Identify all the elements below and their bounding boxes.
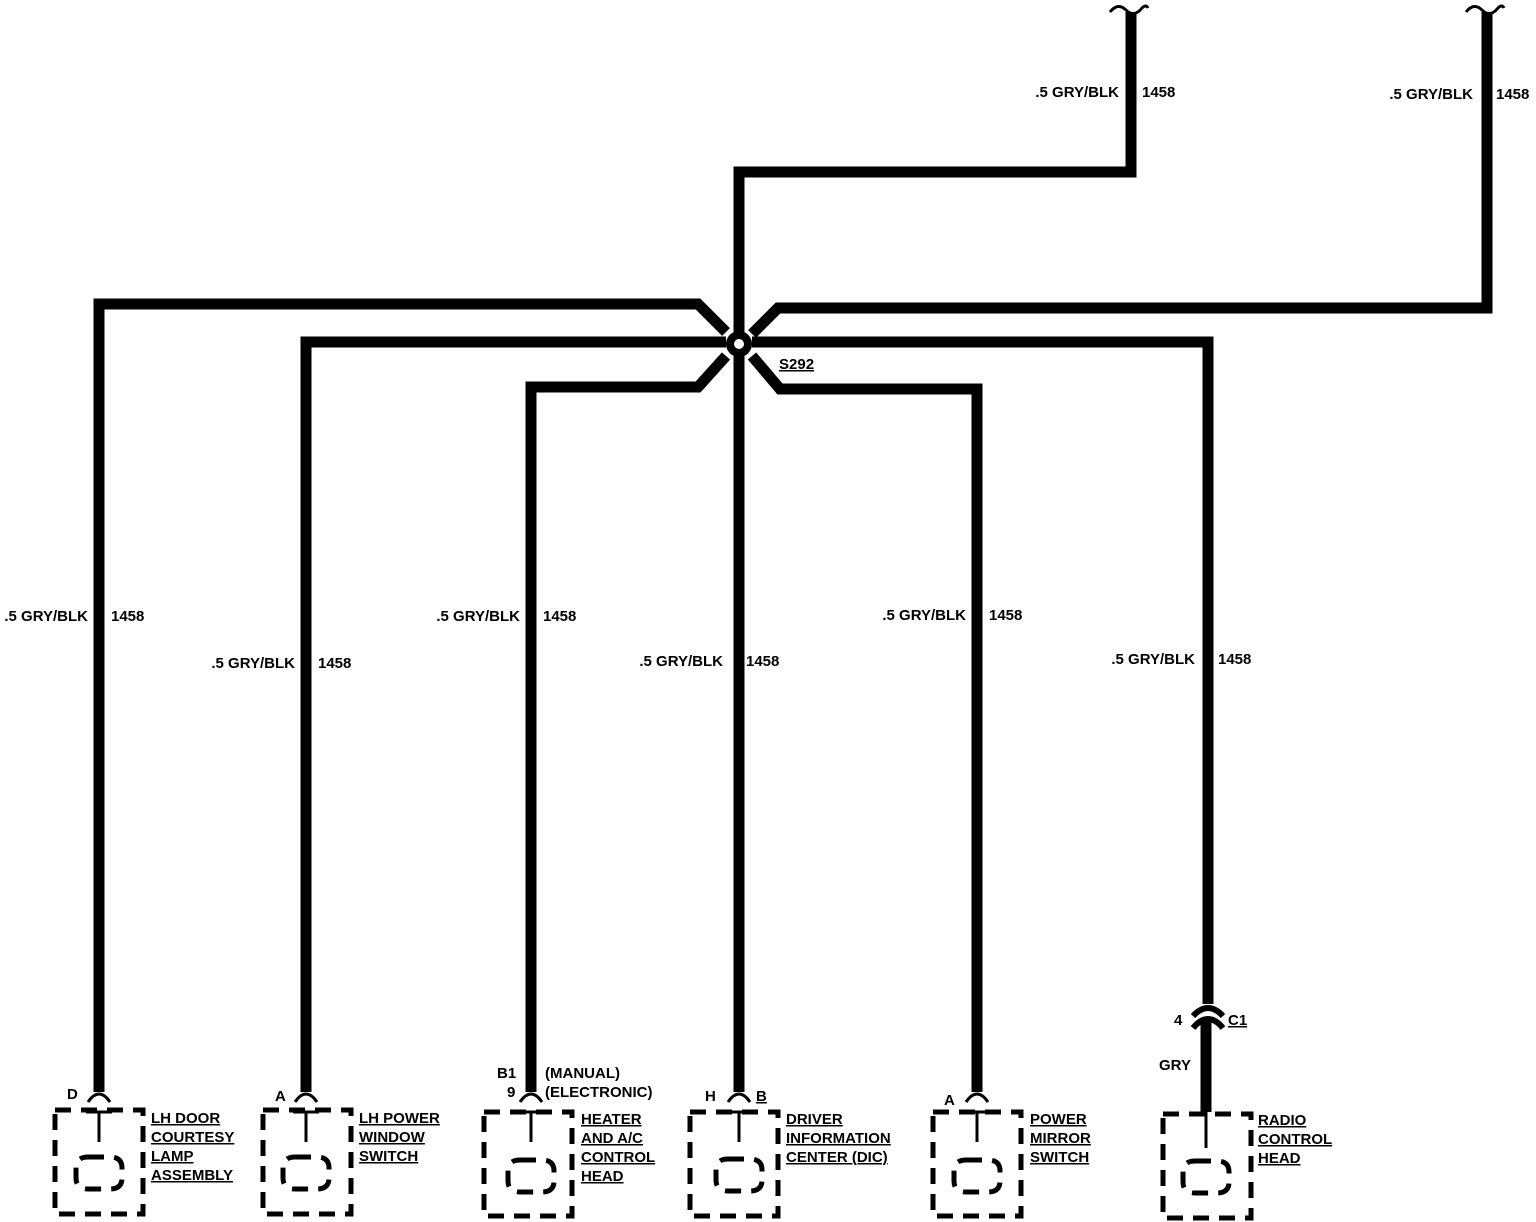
upper-wire-1-circuit: 1458 xyxy=(1142,84,1175,101)
pin-label: A xyxy=(275,1088,286,1105)
splice-s292: S292 xyxy=(726,331,814,373)
branch-wire-5-name: .5 GRY/BLK xyxy=(882,607,966,624)
connector-id-label: C1 xyxy=(1228,1012,1247,1029)
terminal-symbol xyxy=(518,1092,544,1103)
branch-wire-1-name: .5 GRY/BLK xyxy=(4,608,88,625)
branch-wire-5 xyxy=(747,352,983,1092)
feed-wire-1 xyxy=(733,4,1150,342)
break-symbol-1 xyxy=(1108,4,1150,15)
break-symbol-2 xyxy=(1464,4,1506,15)
pin-note-2: (ELECTRONIC) xyxy=(545,1084,653,1101)
component-label-line-1: POWER xyxy=(1030,1111,1087,1128)
component-label-line-1: LH DOOR xyxy=(151,1110,220,1127)
upper-wire-2-name: .5 GRY/BLK xyxy=(1389,86,1473,103)
component-label-line-2: WINDOW xyxy=(359,1129,426,1146)
component-box xyxy=(481,1109,575,1219)
pin-label: D xyxy=(67,1086,78,1103)
component-label-line-1: RADIO xyxy=(1258,1112,1307,1129)
terminal-symbol xyxy=(293,1092,319,1103)
upper-wire-1-name: .5 GRY/BLK xyxy=(1035,84,1119,101)
component-heater-ac-control-head: B1 9 (MANUAL) (ELECTRONIC) HEATER AND A/… xyxy=(481,1065,655,1219)
pin-label: B1 xyxy=(497,1065,516,1082)
upper-wire-2-circuit: 1458 xyxy=(1496,86,1529,103)
component-power-mirror-switch: A POWER MIRROR SWITCH xyxy=(930,1092,1091,1219)
connector-outline xyxy=(280,1154,332,1192)
component-label-line-3: CONTROL xyxy=(581,1149,655,1166)
pin-label-2: B xyxy=(756,1088,767,1105)
component-label-line-3: SWITCH xyxy=(1030,1149,1089,1166)
component-lh-door-courtesy-lamp: D LH DOOR COURTESY LAMP ASSEMBLY xyxy=(52,1086,234,1217)
connector-pin-label: 4 xyxy=(1174,1012,1183,1029)
feed-wire-2 xyxy=(748,4,1506,338)
branch-wire-4-name: .5 GRY/BLK xyxy=(639,653,723,670)
connector-outline xyxy=(713,1156,765,1194)
connector-outline xyxy=(73,1154,125,1192)
component-label-line-3: HEAD xyxy=(1258,1150,1301,1167)
splice-label: S292 xyxy=(779,356,814,373)
branch-wire-6 xyxy=(752,336,1214,1004)
pin-note-1: (MANUAL) xyxy=(545,1065,620,1082)
branch-wire-3-name: .5 GRY/BLK xyxy=(436,608,520,625)
branch-wire-2 xyxy=(300,336,726,1092)
branch-wire-6-circuit: 1458 xyxy=(1218,651,1251,668)
component-label-line-1: LH POWER xyxy=(359,1110,440,1127)
component-label-line-2: AND A/C xyxy=(581,1130,643,1147)
component-label-line-3: CENTER (DIC) xyxy=(786,1149,888,1166)
radio-wire-color-label: GRY xyxy=(1159,1057,1191,1074)
connector-outline xyxy=(1180,1158,1232,1196)
component-label-line-2: CONTROL xyxy=(1258,1131,1332,1148)
branch-wire-3-circuit: 1458 xyxy=(543,608,576,625)
component-lh-power-window-switch: A LH POWER WINDOW SWITCH xyxy=(260,1088,440,1217)
pin-label: A xyxy=(944,1092,955,1109)
component-driver-information-center: H B DRIVER INFORMATION CENTER (DIC) xyxy=(687,1088,891,1219)
component-label-line-1: DRIVER xyxy=(786,1111,843,1128)
pin-label-2: 9 xyxy=(507,1084,515,1101)
component-box xyxy=(930,1109,1024,1219)
branch-wire-5-circuit: 1458 xyxy=(989,607,1022,624)
component-label-line-3: SWITCH xyxy=(359,1148,418,1165)
component-box xyxy=(52,1107,146,1217)
branch-wire-2-name: .5 GRY/BLK xyxy=(211,655,295,672)
connector-outline xyxy=(951,1157,1003,1195)
branch-wire-3 xyxy=(525,352,731,1092)
terminal-symbol xyxy=(86,1092,112,1103)
connector-c1 xyxy=(1190,1005,1226,1031)
component-label-line-1: HEATER xyxy=(581,1111,642,1128)
component-label-line-4: HEAD xyxy=(581,1168,624,1185)
pin-label: H xyxy=(705,1088,716,1105)
component-label-line-2: INFORMATION xyxy=(786,1130,891,1147)
component-box xyxy=(260,1107,354,1217)
terminal-symbol xyxy=(726,1092,752,1103)
component-label-line-3: LAMP xyxy=(151,1148,194,1165)
connector-outline xyxy=(505,1157,557,1195)
component-box xyxy=(1160,1111,1254,1221)
component-label-line-2: COURTESY xyxy=(151,1129,234,1146)
component-radio-control-head: 4 C1 GRY RADIO CONTROL HEAD xyxy=(1159,1005,1332,1221)
component-label-line-2: MIRROR xyxy=(1030,1130,1091,1147)
wire-labels: .5 GRY/BLK 1458 .5 GRY/BLK 1458 .5 GRY/B… xyxy=(4,84,1529,672)
branch-wire-1 xyxy=(93,298,730,1092)
branch-wire-1-circuit: 1458 xyxy=(111,608,144,625)
component-label-line-4: ASSEMBLY xyxy=(151,1167,233,1184)
terminal-symbol xyxy=(964,1092,990,1103)
branch-wire-6-name: .5 GRY/BLK xyxy=(1111,651,1195,668)
branch-wire-4-circuit: 1458 xyxy=(746,653,779,670)
branch-wire-2-circuit: 1458 xyxy=(318,655,351,672)
component-box xyxy=(687,1109,781,1219)
